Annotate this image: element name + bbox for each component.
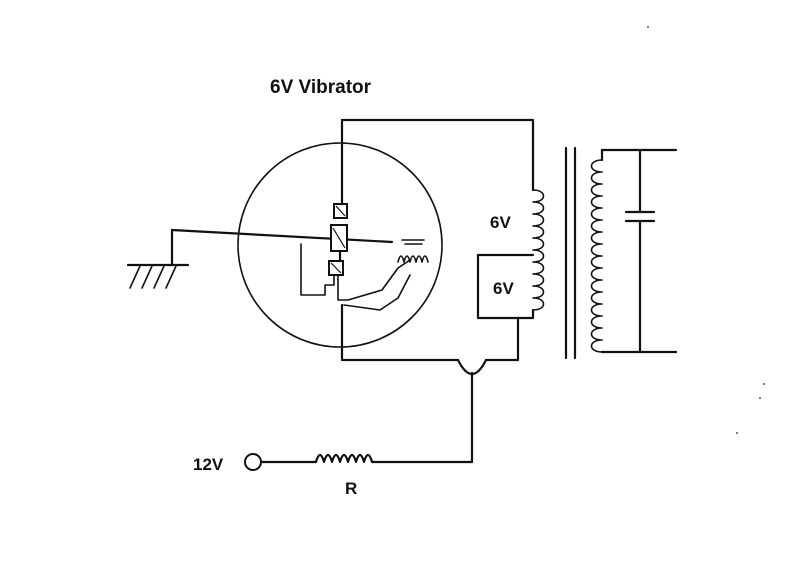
transformer-core: [564, 146, 577, 360]
diagram-title: 6V Vibrator: [270, 77, 372, 98]
ground-icon: [126, 228, 190, 289]
lower-winding-label: 6V: [493, 279, 514, 298]
vibrator-housing: [237, 142, 443, 348]
secondary-winding: [590, 148, 678, 354]
vibrator-internal-wiring: [300, 118, 411, 311]
resistor-label: R: [345, 479, 357, 498]
primary-wiring: [340, 118, 535, 464]
supply-terminal-icon: [244, 453, 270, 471]
primary-winding: [516, 189, 545, 320]
drive-coil-icon: [397, 239, 429, 263]
upper-winding-label: 6V: [490, 213, 511, 232]
vibrator-reed: [170, 228, 394, 244]
scan-specks: [647, 26, 765, 434]
capacitor-icon: [624, 148, 656, 354]
supply-label: 12V: [193, 455, 224, 474]
vibrator-contacts: [328, 203, 348, 276]
resistor-icon: [266, 453, 380, 464]
